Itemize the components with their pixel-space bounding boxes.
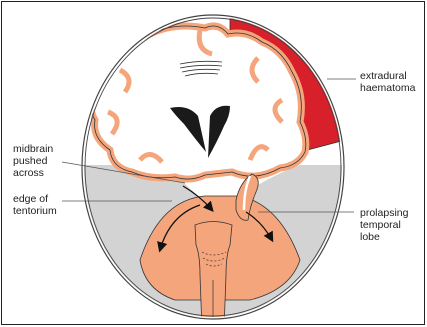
cerebral-hemisphere (91, 26, 306, 179)
label-prolapsing-temporal-lobe: prolapsing temporal lobe (360, 207, 408, 243)
label-midbrain-pushed-across: midbrain pushed across (13, 143, 53, 179)
label-edge-of-tentorium: edge of tentorium (13, 193, 57, 217)
label-extradural-haematoma: extradural haematoma (360, 70, 415, 94)
